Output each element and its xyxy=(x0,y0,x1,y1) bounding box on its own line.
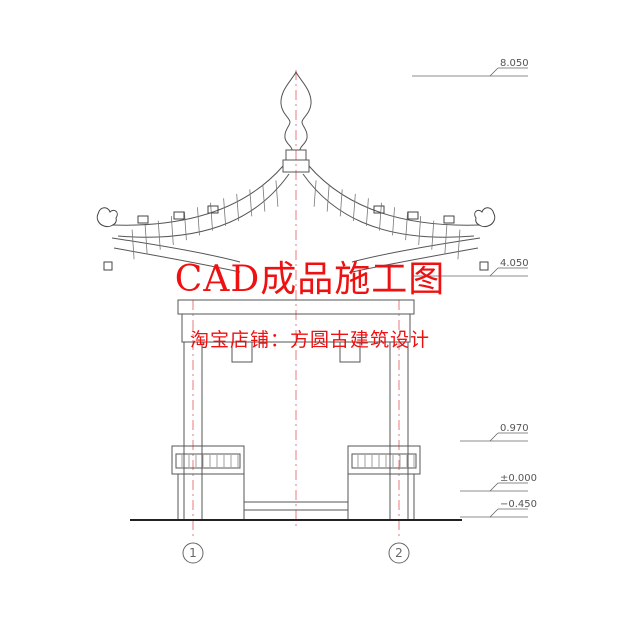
rafter-line xyxy=(223,198,227,226)
ornament-left xyxy=(96,207,118,227)
rafter-line xyxy=(210,202,213,231)
rafter-line xyxy=(131,229,135,260)
roof-rafters xyxy=(131,180,461,260)
elevation-label-top: 8.050 xyxy=(500,58,529,69)
centerlines xyxy=(192,70,400,540)
axis-bubble-2 xyxy=(388,542,410,564)
axis-bubbles xyxy=(182,542,410,564)
roof-upper-right xyxy=(308,165,481,226)
rafter-line xyxy=(444,225,448,255)
base-left xyxy=(177,473,245,521)
railing-balusters xyxy=(181,455,415,467)
rafter-line xyxy=(144,225,148,255)
rafter-line xyxy=(431,220,435,250)
ridge-ornaments xyxy=(96,205,496,271)
railing-right xyxy=(347,445,421,475)
ornament-right xyxy=(474,207,496,227)
roof-upper-left xyxy=(111,165,284,226)
rafter-line xyxy=(170,216,174,245)
axis-label-2: 2 xyxy=(395,546,403,560)
watermark-subtitle: 淘宝店铺：方圆古建筑设计 xyxy=(189,329,430,351)
beams xyxy=(177,299,415,363)
eave-left-1 xyxy=(111,237,241,263)
rafter-line xyxy=(365,198,369,226)
rafter-line xyxy=(379,202,382,231)
rafter-line xyxy=(339,189,343,217)
rafter-line xyxy=(157,220,161,250)
rafter-line xyxy=(262,184,266,212)
rafter-line xyxy=(197,207,200,236)
railing-left xyxy=(171,445,245,475)
roof xyxy=(111,165,481,273)
roof-lower-left xyxy=(117,173,290,238)
elevation-markers xyxy=(412,67,528,518)
eave-left-2 xyxy=(113,247,241,273)
rafter-line xyxy=(392,207,395,236)
steps xyxy=(244,501,348,511)
base-right xyxy=(347,473,415,521)
watermark-title: CAD成品施工图 xyxy=(174,259,446,300)
elevation-label-eave: 4.050 xyxy=(500,258,529,269)
rafter-line xyxy=(405,211,409,241)
elevation-label-floor: ±0.000 xyxy=(500,473,537,484)
rafter-line xyxy=(313,180,317,207)
rafter-line xyxy=(326,184,330,212)
bracket-left xyxy=(231,341,253,363)
elevation-label-ground: −0.450 xyxy=(500,499,537,510)
rafter-line xyxy=(236,193,240,222)
eave-right-1 xyxy=(351,237,481,263)
rafter-line xyxy=(249,189,253,217)
bracket-right xyxy=(339,341,361,363)
axis-label-1: 1 xyxy=(189,546,197,560)
rafter-line xyxy=(275,180,279,207)
rafter-line xyxy=(457,229,461,260)
rafter-line xyxy=(418,216,422,245)
rafter-line xyxy=(183,211,187,241)
rafter-line xyxy=(352,193,356,222)
roof-lower-right xyxy=(302,173,475,238)
eave-right-2 xyxy=(351,247,479,273)
elevation-label-railing: 0.970 xyxy=(500,423,529,434)
axis-bubble-1 xyxy=(182,542,204,564)
